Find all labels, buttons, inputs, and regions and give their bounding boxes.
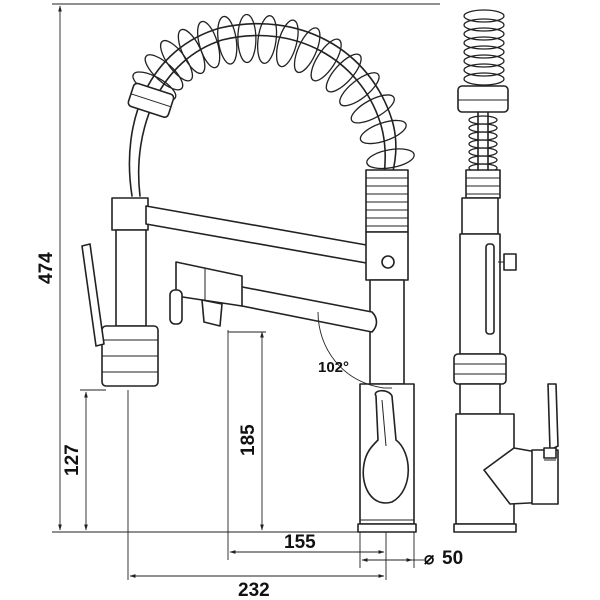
side-coil-loop <box>463 72 505 86</box>
coil-loop <box>293 27 321 74</box>
main-handle <box>362 389 410 504</box>
coil-loop <box>339 72 380 107</box>
coil-loop <box>325 53 362 93</box>
side-knob <box>503 253 517 271</box>
side-coil-loop <box>463 9 505 23</box>
side-spring-coil <box>463 9 505 173</box>
side-coil-loop <box>463 18 505 32</box>
side-handle <box>483 383 559 505</box>
side-coil-loop <box>463 54 505 68</box>
arch-ring <box>127 82 175 118</box>
front-view: 102° <box>81 13 417 533</box>
label-overall-height: 474 <box>36 252 57 284</box>
side-coil-loop <box>468 115 498 125</box>
angle-label: 102° <box>318 359 349 376</box>
label-total-reach: 232 <box>238 580 270 600</box>
label-base-to-handle: 127 <box>62 444 83 476</box>
side-coil-loop <box>463 27 505 41</box>
hose-arch-inner <box>137 34 386 197</box>
label-spout-reach: 155 <box>284 532 316 553</box>
side-coil-loop <box>463 63 505 77</box>
coil-loop <box>275 19 299 68</box>
side-spring-block <box>465 169 501 199</box>
side-body <box>453 197 517 533</box>
left-holder-column <box>101 197 159 387</box>
label-base-diameter: 50 <box>442 548 463 569</box>
side-lever <box>81 243 105 347</box>
side-coil-loop <box>468 131 498 141</box>
side-coil-loop <box>463 36 505 50</box>
dimension-lines: 474 127 185 155 ⌀ 50 232 <box>36 3 463 600</box>
label-spout-clearance: 185 <box>238 424 259 456</box>
side-coil-loop <box>468 155 498 165</box>
spring-coil <box>132 13 415 170</box>
coil-loop <box>366 148 415 170</box>
coil-loop <box>350 94 395 124</box>
pivot-knob <box>381 255 395 269</box>
side-coil-loop <box>468 147 498 157</box>
coil-loop <box>217 15 238 65</box>
side-view <box>453 9 559 533</box>
side-ring <box>457 85 509 113</box>
coil-loop <box>144 54 184 91</box>
coil-loop <box>310 38 342 82</box>
label-diameter-symbol: ⌀ <box>424 549 435 568</box>
spring-base-coils <box>365 169 409 233</box>
side-coil-loop <box>463 45 505 59</box>
spray-head <box>169 261 378 333</box>
coil-loop <box>256 15 278 64</box>
coil-loop <box>159 39 194 82</box>
side-coil-loop <box>468 123 498 133</box>
coil-loop <box>237 13 257 64</box>
connecting-arm <box>145 205 373 265</box>
angle-indicator: 102° <box>317 311 392 389</box>
side-coil-loop <box>468 139 498 149</box>
